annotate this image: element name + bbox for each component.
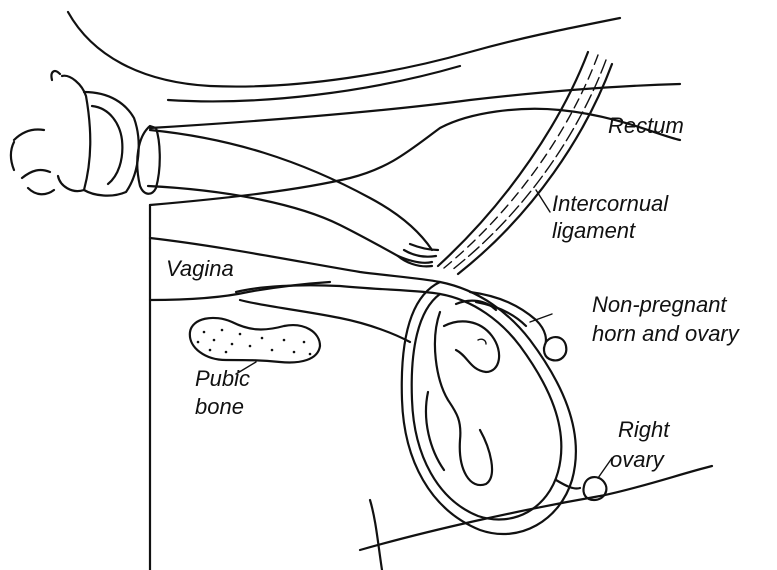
label-ligament: ligament xyxy=(552,218,635,243)
back-outline xyxy=(68,12,620,87)
uterus-inner xyxy=(412,294,562,519)
label-non-pregnant: Non-pregnant xyxy=(592,292,727,317)
shirt-folds xyxy=(11,71,60,194)
label-ovary: ovary xyxy=(610,447,664,472)
label-rectum: Rectum xyxy=(608,113,684,138)
label-horn-and-ovary: horn and ovary xyxy=(592,321,739,346)
glove-ring xyxy=(137,126,160,194)
label-pubic: Pubic xyxy=(195,366,250,391)
right-horn-tip xyxy=(556,480,580,489)
label-intercornual: Intercornual xyxy=(552,191,668,216)
arm-lower-edge xyxy=(148,186,432,263)
ligament-leader xyxy=(536,190,550,212)
uterus-outer xyxy=(402,282,576,534)
sleeve-cuff-inner xyxy=(92,106,122,184)
pubic-bone xyxy=(190,318,320,363)
fetus-eye xyxy=(478,339,486,344)
label-vagina: Vagina xyxy=(166,256,234,281)
belly-line xyxy=(360,466,712,550)
label-right: Right xyxy=(618,417,669,442)
leg-line xyxy=(370,500,382,570)
body-upper-line xyxy=(168,66,460,101)
label-bone: bone xyxy=(195,394,244,419)
sleeve-edge xyxy=(58,76,90,191)
fetus xyxy=(426,301,499,485)
left-ovary xyxy=(544,337,566,360)
